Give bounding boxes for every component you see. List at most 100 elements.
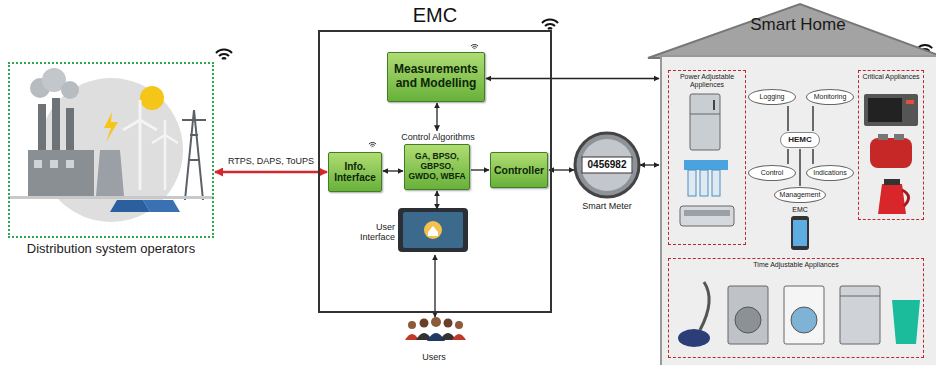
process-box: Measurements and Modelling <box>387 52 485 102</box>
power-adjustable-appliance-icons <box>713 100 715 110</box>
smart-meter-icon <box>575 133 639 197</box>
time-adjustable-appliance-icons <box>840 296 880 297</box>
node-text: Monitoring <box>807 93 853 101</box>
text-holder: User Interface <box>343 222 395 243</box>
power-plant-illustration <box>96 150 124 196</box>
text-holder: Control <box>749 169 795 177</box>
node-text: Control <box>749 169 795 177</box>
connector-label: RTPS, DAPS, ToUPS <box>226 156 316 166</box>
node-text: Power Adjustable Appliences <box>669 73 745 89</box>
critical-appliance-icons <box>870 138 912 168</box>
smart-meter-icon <box>575 133 639 197</box>
power-plant-illustration <box>34 160 42 168</box>
critical-appliance-icons <box>864 94 918 126</box>
users-icon <box>455 321 463 329</box>
critical-appliance-icons <box>868 98 902 122</box>
power-plant-illustration <box>66 160 74 168</box>
box-heading: Control Algorithms <box>397 132 479 142</box>
text-holder: GA, BPSO, GBPSO, GWDO, WBFA <box>407 152 467 181</box>
text-holder: Measurements and Modelling <box>390 63 482 91</box>
text-holder: Logging <box>749 93 795 101</box>
connector-arrow <box>640 164 659 165</box>
users-icon <box>408 321 416 329</box>
wifi-icons <box>542 20 558 29</box>
power-plant-illustration <box>110 200 150 212</box>
connector-arrow <box>434 255 435 317</box>
power-plant-illustration <box>123 100 157 130</box>
power-plant-illustration <box>140 86 164 110</box>
box-title: EMC <box>320 4 550 27</box>
node-text: Indications <box>807 169 853 177</box>
node-text: Controller <box>493 164 545 176</box>
users-icon <box>444 319 453 328</box>
power-adjustable-appliance-icons <box>684 210 730 216</box>
node-text: Management <box>775 191 825 199</box>
appliance-group: Time Adjustable Appliances <box>668 258 924 358</box>
connector-arrow <box>471 169 489 170</box>
text-holder: Distribution system operators <box>10 242 212 257</box>
node-text: Info. Interface <box>331 161 379 184</box>
text-holder: Time Adjustable Appliances <box>669 261 923 269</box>
wifi-icons <box>369 142 376 146</box>
house-outline <box>648 4 936 58</box>
connector-arrow <box>787 106 788 131</box>
power-plant-illustration <box>66 108 74 154</box>
text-holder: Info. Interface <box>331 161 379 184</box>
critical-appliance-icons <box>906 100 914 104</box>
text-holder: Indications <box>807 169 853 177</box>
function-oval: Logging <box>748 89 796 105</box>
phone-icon <box>791 216 809 250</box>
tablet-icon <box>428 226 438 236</box>
device-label: EMC <box>786 206 814 213</box>
process-box: Controller <box>490 152 548 188</box>
node-text: Time Adjustable Appliances <box>669 261 923 269</box>
users-icon <box>420 319 429 328</box>
time-adjustable-appliance-icons <box>700 282 709 330</box>
time-adjustable-appliance-icons <box>784 286 824 344</box>
connector-arrow <box>383 170 403 171</box>
text-holder: Control Algorithms <box>397 132 479 142</box>
tablet-icon <box>403 212 463 248</box>
text-holder: Monitoring <box>807 93 853 101</box>
connector-arrow <box>812 106 813 131</box>
text-holder: Smart Home <box>660 15 936 35</box>
meter-reading: 0456982 <box>575 159 639 171</box>
emc-box: EMCMeasurements and ModellingInfo. Inter… <box>318 30 552 313</box>
wifi-icons <box>216 50 232 59</box>
node-caption: Smart Meter <box>571 201 643 211</box>
appliance-group: Power Adjustable Appliences <box>668 70 746 245</box>
node-text: Users <box>398 352 470 362</box>
process-box: Control AlgorithmsGA, BPSO, GBPSO, GWDO,… <box>404 144 470 190</box>
function-oval: Monitoring <box>806 89 854 105</box>
users-icon <box>452 334 466 340</box>
tablet-node: User Interface <box>400 210 470 254</box>
text-holder: Controller <box>493 164 545 176</box>
smart-meter: 0456982Smart Meter <box>575 133 639 197</box>
panel-caption: Distribution system operators <box>10 242 212 257</box>
appliance-group: Critical Appliances <box>858 70 924 220</box>
text-holder: Users <box>398 352 470 362</box>
node-caption: User Interface <box>343 222 395 243</box>
node-text: Logging <box>749 93 795 101</box>
tablet-icon <box>424 221 442 239</box>
text-holder: HEMC <box>781 135 819 144</box>
time-adjustable-appliance-icons <box>678 329 710 347</box>
power-plant-illustration <box>143 200 180 212</box>
connector-arrow <box>787 149 788 164</box>
power-plant-illustration <box>28 150 94 196</box>
text-holder: Critical Appliances <box>859 73 923 81</box>
power-plant-illustration <box>139 120 142 190</box>
power-plant-illustration <box>61 81 79 99</box>
connector-arrow <box>436 103 437 131</box>
power-adjustable-appliance-icons <box>690 114 720 115</box>
time-adjustable-appliance-icons <box>840 286 880 344</box>
power-adjustable-appliance-icons <box>690 94 720 150</box>
text-holder: 0456982 <box>575 159 639 171</box>
users-icon <box>431 317 441 327</box>
users-node: Users <box>398 318 470 362</box>
hemc-node: HEMC <box>780 132 820 148</box>
power-plant-illustration <box>38 104 46 154</box>
power-adjustable-appliance-icons <box>700 170 708 196</box>
connector-arrow <box>812 149 813 164</box>
